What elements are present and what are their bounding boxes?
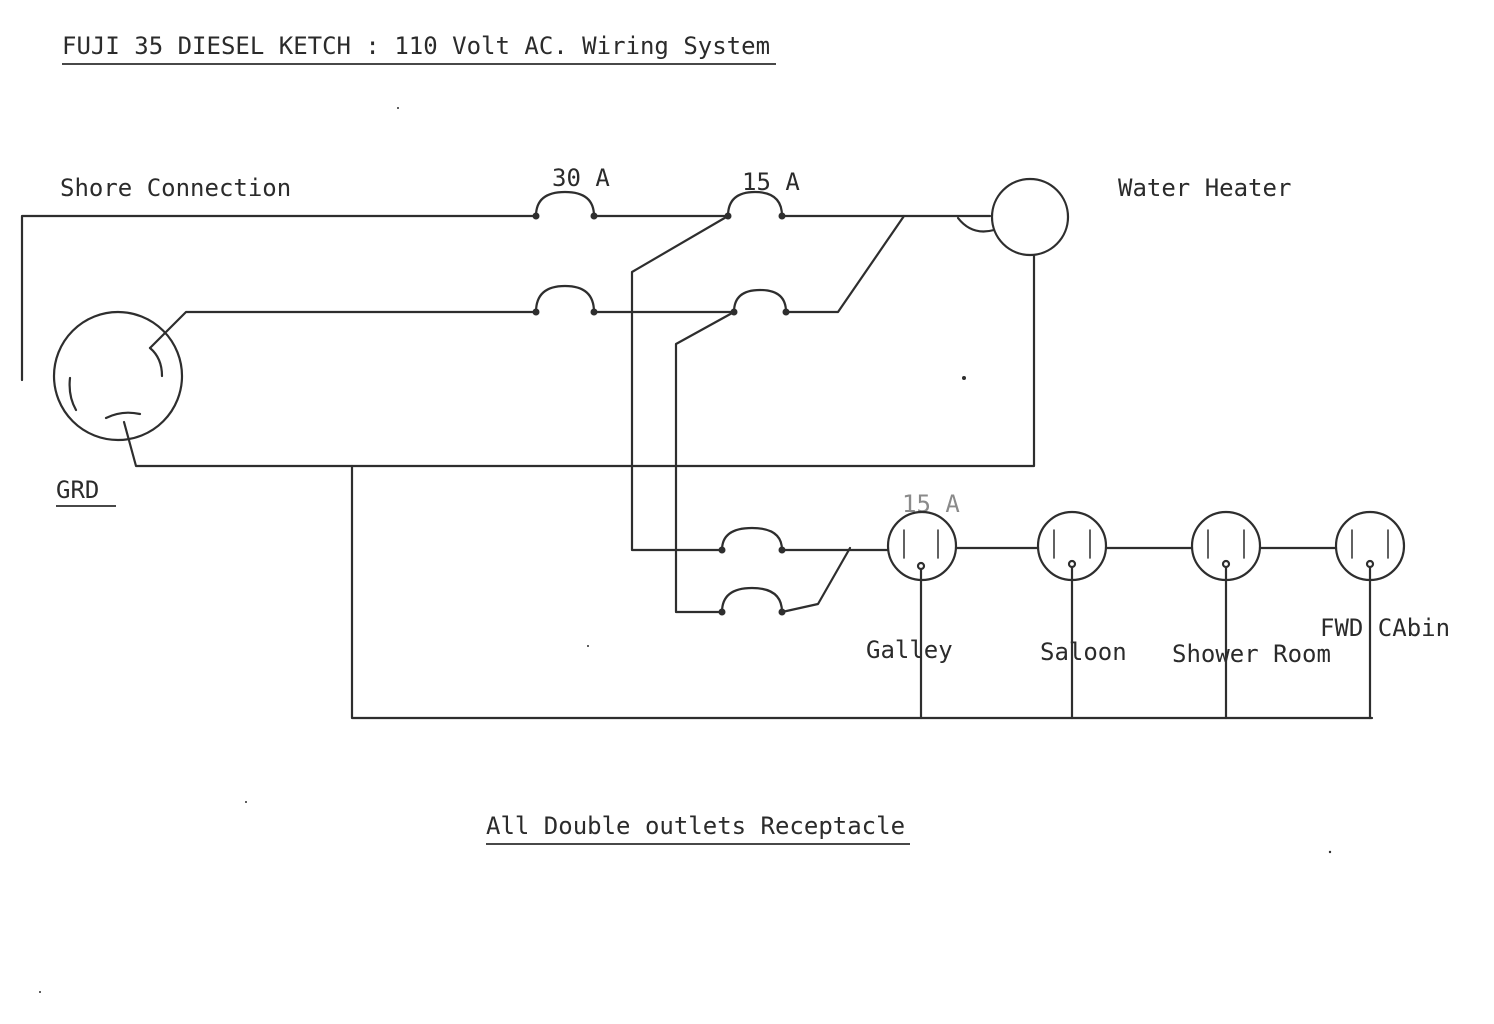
- wire-heater-ground: [122, 253, 1036, 468]
- scan-specks: [39, 107, 1332, 993]
- ground-bus: [350, 464, 1374, 720]
- grd-label: GRD: [56, 476, 99, 504]
- breaker-15a-bottom: [730, 288, 790, 316]
- breaker-15a-top: [724, 190, 786, 220]
- breaker-30a-top: [532, 190, 598, 220]
- branch-1: [630, 214, 730, 552]
- wire-outlet-neutral: [780, 546, 852, 614]
- water-heater: [990, 177, 1070, 257]
- heater-loop: [956, 216, 996, 233]
- breaker-30a-bottom: [532, 284, 598, 316]
- wire-hot-top: [20, 214, 538, 382]
- breaker-30a-label: 30 A: [552, 164, 610, 192]
- shore-connection-label: Shore Connection: [60, 174, 291, 202]
- wire-hot-bottom: [148, 310, 538, 350]
- fwd-cabin-label: FWD CAbin: [1320, 614, 1450, 642]
- breaker-outlet-2: [718, 586, 786, 616]
- shower-room-label: Shower Room: [1172, 640, 1331, 668]
- diagram-title: FUJI 35 DIESEL KETCH : 110 Volt AC. Wiri…: [62, 32, 770, 60]
- saloon-label: Saloon: [1040, 638, 1127, 666]
- wire-bottom-to-heater: [784, 214, 906, 314]
- water-heater-label: Water Heater: [1118, 174, 1291, 202]
- shore-plug: [52, 310, 184, 442]
- branch-2: [674, 310, 736, 614]
- footer-note: All Double outlets Receptacle: [486, 812, 905, 840]
- breaker-outlet-1: [718, 526, 786, 554]
- galley-label: Galley: [866, 636, 953, 664]
